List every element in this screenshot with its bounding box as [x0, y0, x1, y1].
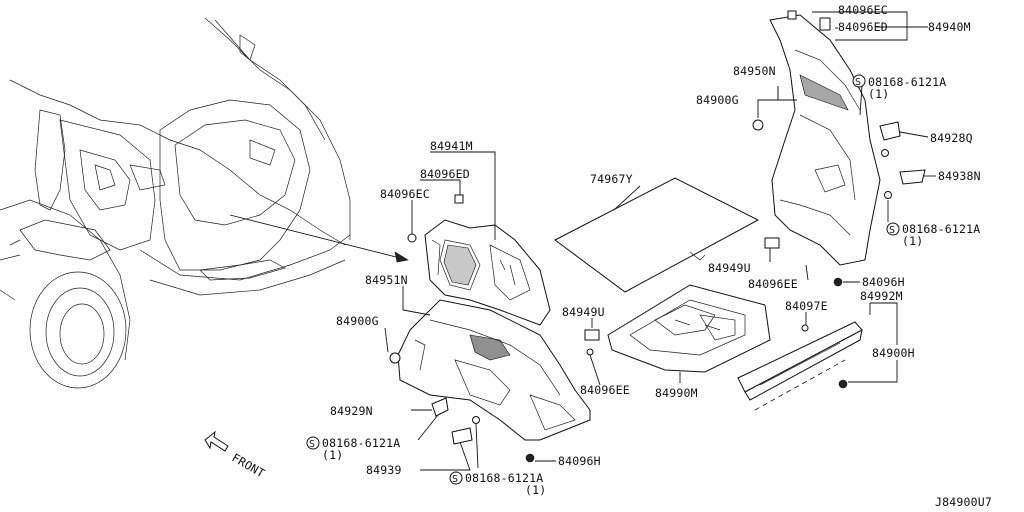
label-84096H-right: 84096H [862, 275, 905, 289]
label-08168-left-b-qty: (1) [525, 483, 546, 497]
bracket-84928Q [879, 121, 901, 141]
clip-84096EC-mid [407, 233, 417, 243]
label-84096EC-mid: 84096EC [380, 187, 430, 201]
label-08168-left-b: 08168-6121A [465, 471, 543, 485]
label-84097E: 84097E [785, 299, 828, 313]
label-84949U-right: 84949U [708, 261, 751, 275]
bracket-84929N [431, 397, 449, 417]
part-84950N-trim [769, 14, 881, 266]
clip-84949U-right [764, 237, 780, 249]
label-84940M: 84940M [928, 20, 971, 34]
clip-84949U-left [584, 329, 600, 341]
clip-84900H [838, 379, 848, 389]
label-84928Q: 84928Q [930, 131, 973, 145]
label-84096EE-left: 84096EE [580, 383, 630, 397]
label-84941M: 84941M [430, 139, 473, 153]
clip-84096ED-top [819, 17, 831, 31]
bracket-84939 [451, 427, 473, 445]
label-84900G-left: 84900G [336, 314, 379, 328]
bolt-symbol-left-a: S [309, 439, 315, 450]
label-84096H-left: 84096H [558, 454, 601, 468]
part-84951N-trim [397, 299, 591, 441]
bolt-symbols: S S S S [306, 74, 900, 485]
part-84990M-tray [607, 284, 771, 373]
front-arrow-icon [204, 430, 229, 452]
label-08168-left-a-qty: (1) [322, 448, 343, 462]
label-84096ED-mid: 84096ED [420, 167, 470, 181]
front-direction-label: FRONT [230, 450, 268, 480]
label-84900G-right: 84900G [696, 93, 739, 107]
leader-lines [384, 11, 936, 471]
clip-84900G-left [389, 352, 401, 364]
label-84938N: 84938N [938, 169, 981, 183]
bolt-right-a [881, 149, 889, 157]
label-08168-right-a: 08168-6121A [868, 75, 946, 89]
diagram-id: J84900U7 [935, 495, 992, 509]
clip-84096EC-top [787, 10, 797, 20]
label-84096EC-top: 84096EC [838, 3, 888, 17]
clip-84096EE-left [586, 348, 594, 356]
bolt-symbol-left-b: S [452, 474, 458, 485]
bracket-84938N [899, 169, 926, 185]
part-labels: 84096EC 84096ED 84940M 84950N 84900G 081… [322, 3, 992, 509]
label-84939: 84939 [366, 463, 402, 477]
bolt-symbol-right-b: S [889, 225, 895, 236]
label-84929N: 84929N [330, 404, 373, 418]
clip-84096ED-mid [454, 194, 464, 204]
label-08168-right-b-qty: (1) [902, 234, 923, 248]
label-84951N: 84951N [365, 273, 408, 287]
label-84992M: 84992M [860, 289, 903, 303]
bolt-right-b [884, 191, 892, 199]
clip-84900G-right [752, 119, 764, 131]
label-84096ED-top: 84096ED [838, 20, 888, 34]
bolt-symbol-right-a: S [855, 77, 861, 88]
part-84941M-trim [424, 219, 551, 326]
part-84992M-sill [737, 321, 863, 411]
part-74967Y-board [554, 177, 760, 293]
label-84900H: 84900H [872, 346, 915, 360]
label-84990M: 84990M [655, 386, 698, 400]
label-08168-right-a-qty: (1) [868, 87, 889, 101]
label-08168-left-a: 08168-6121A [322, 436, 400, 450]
clip-84096H-right [833, 277, 843, 287]
label-08168-right-b: 08168-6121A [902, 222, 980, 236]
bolt-left-b [472, 416, 480, 424]
label-84096EE-right: 84096EE [748, 277, 798, 291]
clip-84096H-left [525, 453, 535, 463]
label-84949U-left: 84949U [562, 305, 605, 319]
clip-84097E [801, 324, 809, 332]
vehicle-rear-illustration [0, 17, 409, 389]
label-84950N: 84950N [733, 64, 776, 78]
label-74967Y: 74967Y [590, 172, 633, 186]
